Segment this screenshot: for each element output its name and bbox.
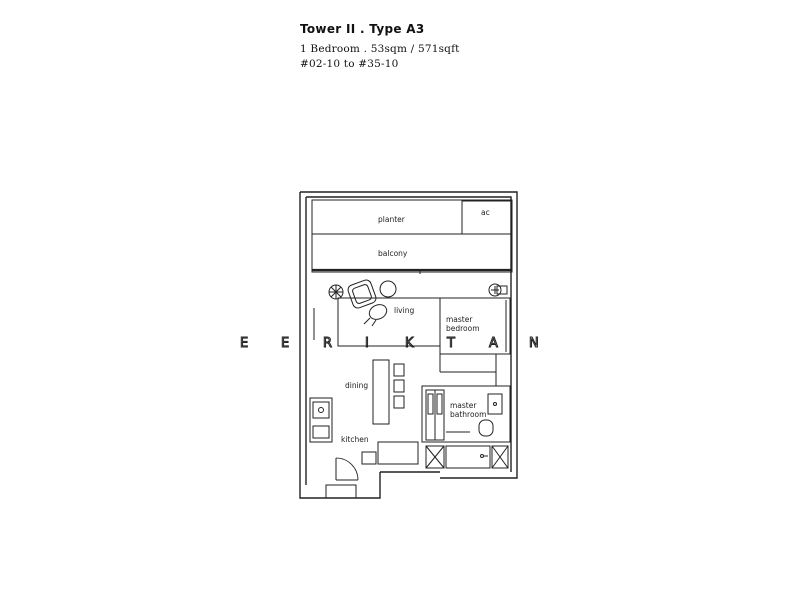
watermark-letter: N xyxy=(529,336,539,351)
watermark-letter: T xyxy=(446,336,455,351)
watermark: E E R I K T A N xyxy=(240,336,540,352)
bathroom-fixtures xyxy=(421,385,511,469)
label-master-bathroom-line1: master xyxy=(450,401,477,410)
watermark-letter: K xyxy=(405,336,414,351)
label-kitchen: kitchen xyxy=(341,435,369,444)
label-planter: planter xyxy=(378,215,406,224)
label-ac: ac xyxy=(481,208,490,217)
label-master-bedroom-line2: bedroom xyxy=(446,324,480,333)
bedroom-furniture xyxy=(439,283,511,387)
unit-range: #02-10 to #35-10 xyxy=(300,58,399,70)
unit-title: Tower II . Type A3 xyxy=(300,22,425,36)
planter-area xyxy=(311,199,513,235)
unit-size: 1 Bedroom . 53sqm / 571sqft xyxy=(300,43,460,55)
plan-header: Tower II . Type A3 1 Bedroom . 53sqm / 5… xyxy=(300,22,460,72)
room-labels: planter ac balcony living master bedroom… xyxy=(341,208,490,444)
watermark-letter: E xyxy=(240,336,248,351)
label-master-bedroom-line1: master xyxy=(446,315,473,324)
label-dining: dining xyxy=(345,381,368,390)
watermark-letter: E xyxy=(281,336,289,351)
label-living: living xyxy=(394,306,414,315)
watermark-letter: A xyxy=(489,336,498,351)
label-master-bathroom-line2: bathroom xyxy=(450,410,486,419)
balcony-area xyxy=(311,233,513,274)
watermark-letter: I xyxy=(365,336,369,351)
watermark-letter: R xyxy=(323,336,332,351)
outer-walls xyxy=(299,191,518,499)
living-furniture xyxy=(313,279,441,347)
dining-furniture xyxy=(372,359,405,425)
label-balcony: balcony xyxy=(378,249,408,258)
kitchen-fixtures xyxy=(309,397,419,499)
